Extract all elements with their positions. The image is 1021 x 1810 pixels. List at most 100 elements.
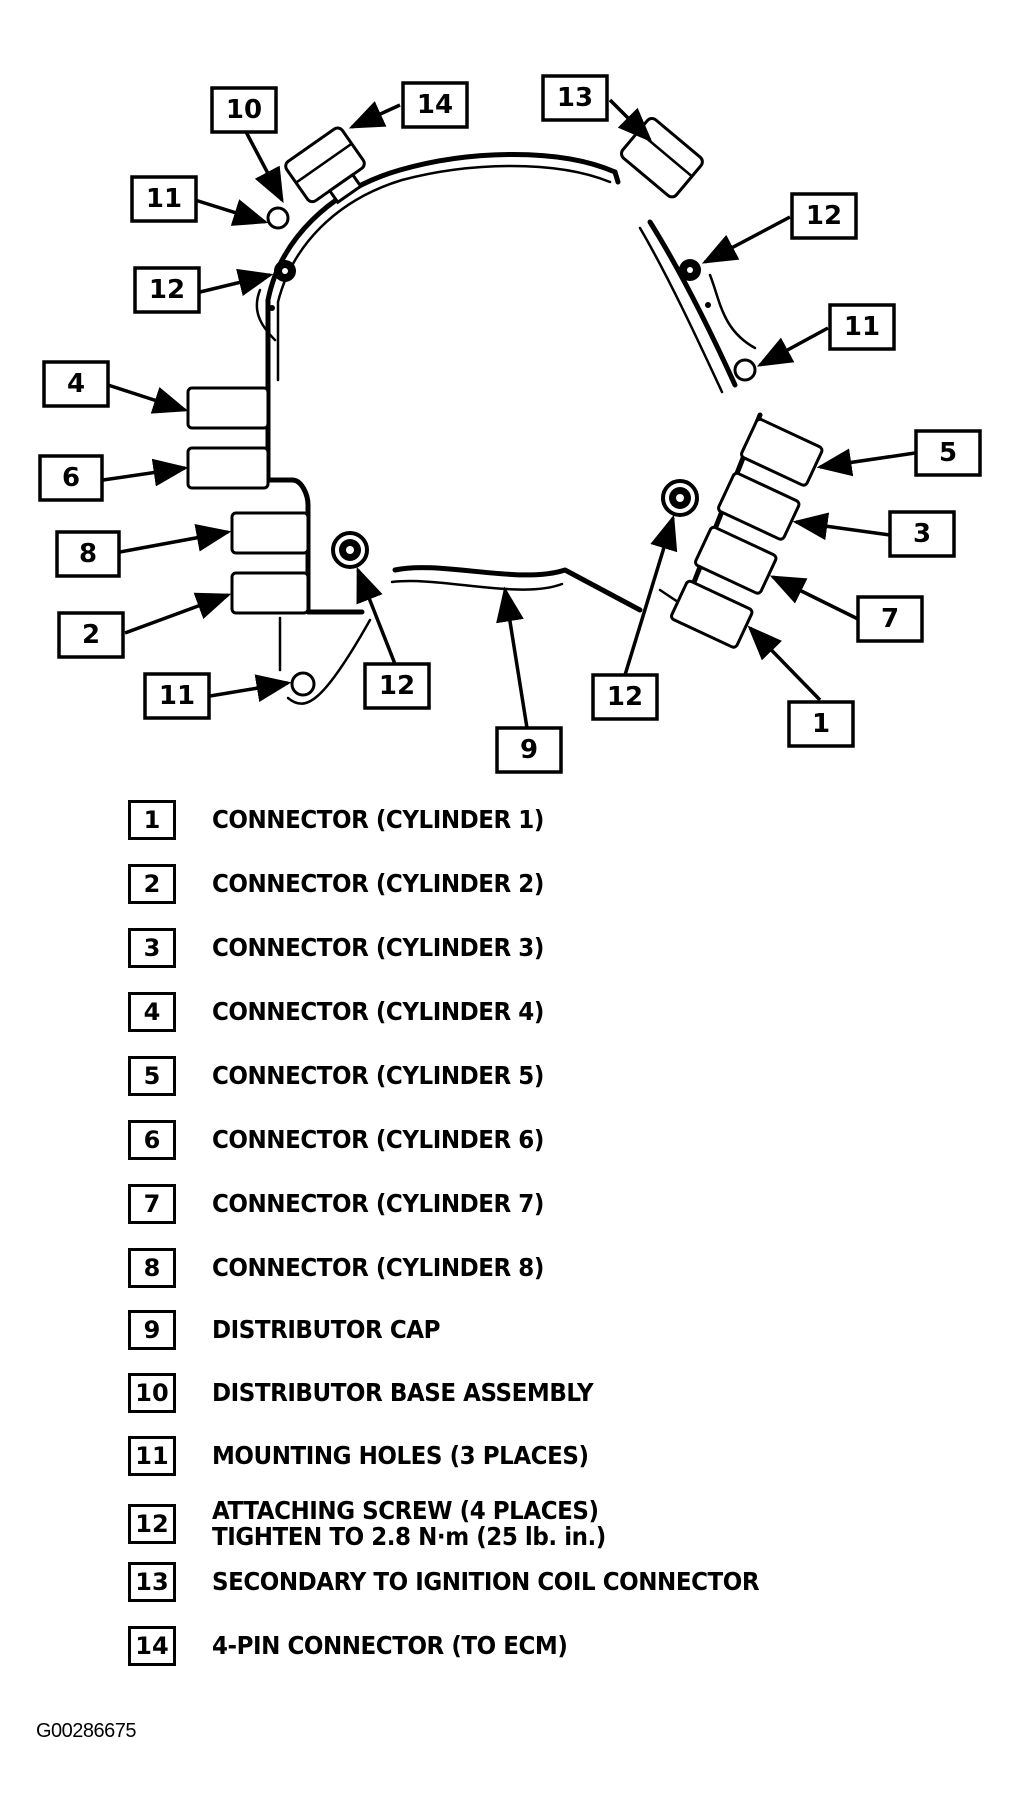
callout-7: 7 [856,595,924,643]
left-connectors [186,386,310,615]
legend-item: 12 ATTACHING SCREW (4 PLACES) TIGHTEN TO… [128,1498,640,1550]
svg-text:5: 5 [939,438,957,468]
callout-10: 10 [210,86,278,134]
legend-item: 1 CONNECTOR (CYLINDER 1) [128,800,573,840]
svg-text:10: 10 [226,95,262,125]
callout-12-bottom-left: 12 [363,662,431,710]
connector-cylinder-1 [670,579,754,649]
legend-label: CONNECTOR (CYLINDER 1) [212,805,544,834]
mounting-hole [290,671,316,697]
legend-item: 8 CONNECTOR (CYLINDER 8) [128,1248,573,1288]
callout-13: 13 [541,74,609,122]
connector-cylinder-3 [717,471,801,541]
right-connectors [670,417,824,649]
legend-label: CONNECTOR (CYLINDER 5) [212,1061,544,1090]
legend-number: 3 [128,928,176,968]
legend-item: 14 4-PIN CONNECTOR (TO ECM) [128,1626,598,1666]
legend-number: 11 [128,1436,176,1476]
callout-5: 5 [914,429,982,477]
legend-item: 3 CONNECTOR (CYLINDER 3) [128,928,573,968]
legend-number: 5 [128,1056,176,1096]
right-mounting-tab [679,259,757,382]
legend-item: 2 CONNECTOR (CYLINDER 2) [128,864,573,904]
svg-text:2: 2 [82,620,100,650]
callout-8: 8 [55,530,121,578]
legend-label: SECONDARY TO IGNITION COIL CONNECTOR [212,1567,760,1596]
legend-label: DISTRIBUTOR CAP [212,1315,440,1344]
callout-11-right: 11 [828,303,896,351]
callout-14: 14 [401,81,469,129]
legend-number: 8 [128,1248,176,1288]
secondary-coil-connector [620,117,704,199]
callout-11-top-left: 11 [130,175,198,223]
svg-text:11: 11 [146,184,182,214]
svg-text:13: 13 [557,83,593,113]
legend-number: 1 [128,800,176,840]
legend-item: 11 MOUNTING HOLES (3 PLACES) [128,1436,621,1476]
legend-label-line-2: TIGHTEN TO 2.8 N·m (25 lb. in.) [212,1522,606,1551]
svg-text:6: 6 [62,463,80,493]
mounting-hole [266,206,290,230]
svg-text:12: 12 [607,682,643,712]
legend-label: 4-PIN CONNECTOR (TO ECM) [212,1631,568,1660]
mounting-hole [733,358,757,382]
legend-number: 7 [128,1184,176,1224]
connector-cylinder-6 [186,446,270,490]
legend-number: 6 [128,1120,176,1160]
legend-label: CONNECTOR (CYLINDER 6) [212,1125,544,1154]
legend-item: 6 CONNECTOR (CYLINDER 6) [128,1120,573,1160]
connector-cylinder-4 [186,386,270,430]
legend-number: 13 [128,1562,176,1602]
svg-text:12: 12 [806,201,842,231]
connector-cylinder-2 [230,571,310,615]
connector-cylinder-5 [740,417,824,487]
callout-11-bottom: 11 [143,672,211,720]
legend-number: 2 [128,864,176,904]
svg-text:7: 7 [881,604,899,634]
legend-item: 4 CONNECTOR (CYLINDER 4) [128,992,573,1032]
svg-text:1: 1 [812,709,830,739]
legend-label: CONNECTOR (CYLINDER 3) [212,933,544,962]
callout-3: 3 [888,510,956,558]
legend-label-line-1: ATTACHING SCREW (4 PLACES) [212,1496,599,1525]
svg-text:12: 12 [149,275,185,305]
svg-text:9: 9 [520,735,538,765]
legend-number: 9 [128,1310,176,1350]
figure-id: G00286675 [36,1720,137,1742]
legend-label: CONNECTOR (CYLINDER 2) [212,869,544,898]
connector-cylinder-7 [694,525,778,595]
four-pin-connector [284,126,366,205]
legend-number: 10 [128,1373,176,1413]
legend-label: CONNECTOR (CYLINDER 7) [212,1189,544,1218]
bottom-left-mounting-tab [278,531,372,705]
legend-item: 10 DISTRIBUTOR BASE ASSEMBLY [128,1373,626,1413]
svg-text:3: 3 [913,519,931,549]
legend-item: 7 CONNECTOR (CYLINDER 7) [128,1184,573,1224]
left-mounting-tab [255,206,296,342]
legend-label: DISTRIBUTOR BASE ASSEMBLY [212,1378,594,1407]
svg-text:11: 11 [159,681,195,711]
callout-4: 4 [42,360,110,408]
legend-number: 12 [128,1504,176,1544]
connector-cylinder-8 [230,511,310,555]
svg-text:8: 8 [79,539,97,569]
callout-12-top-left: 12 [133,266,201,314]
legend-item: 13 SECONDARY TO IGNITION COIL CONNECTOR [128,1562,807,1602]
legend-label: CONNECTOR (CYLINDER 8) [212,1253,544,1282]
legend-item: 5 CONNECTOR (CYLINDER 5) [128,1056,573,1096]
leader-lines [102,98,916,729]
callout-6: 6 [38,454,104,502]
legend-label: ATTACHING SCREW (4 PLACES) TIGHTEN TO 2.… [212,1498,606,1550]
svg-text:4: 4 [67,369,85,399]
legend-label: MOUNTING HOLES (3 PLACES) [212,1441,589,1470]
callout-2: 2 [57,611,125,659]
callout-1: 1 [787,700,855,748]
svg-text:11: 11 [844,312,880,342]
legend-number: 14 [128,1626,176,1666]
legend-item: 9 DISTRIBUTOR CAP [128,1310,460,1350]
callout-12-bottom-right: 12 [591,673,659,721]
legend-number: 4 [128,992,176,1032]
legend-label: CONNECTOR (CYLINDER 4) [212,997,544,1026]
svg-text:12: 12 [379,671,415,701]
callout-9: 9 [495,726,563,774]
